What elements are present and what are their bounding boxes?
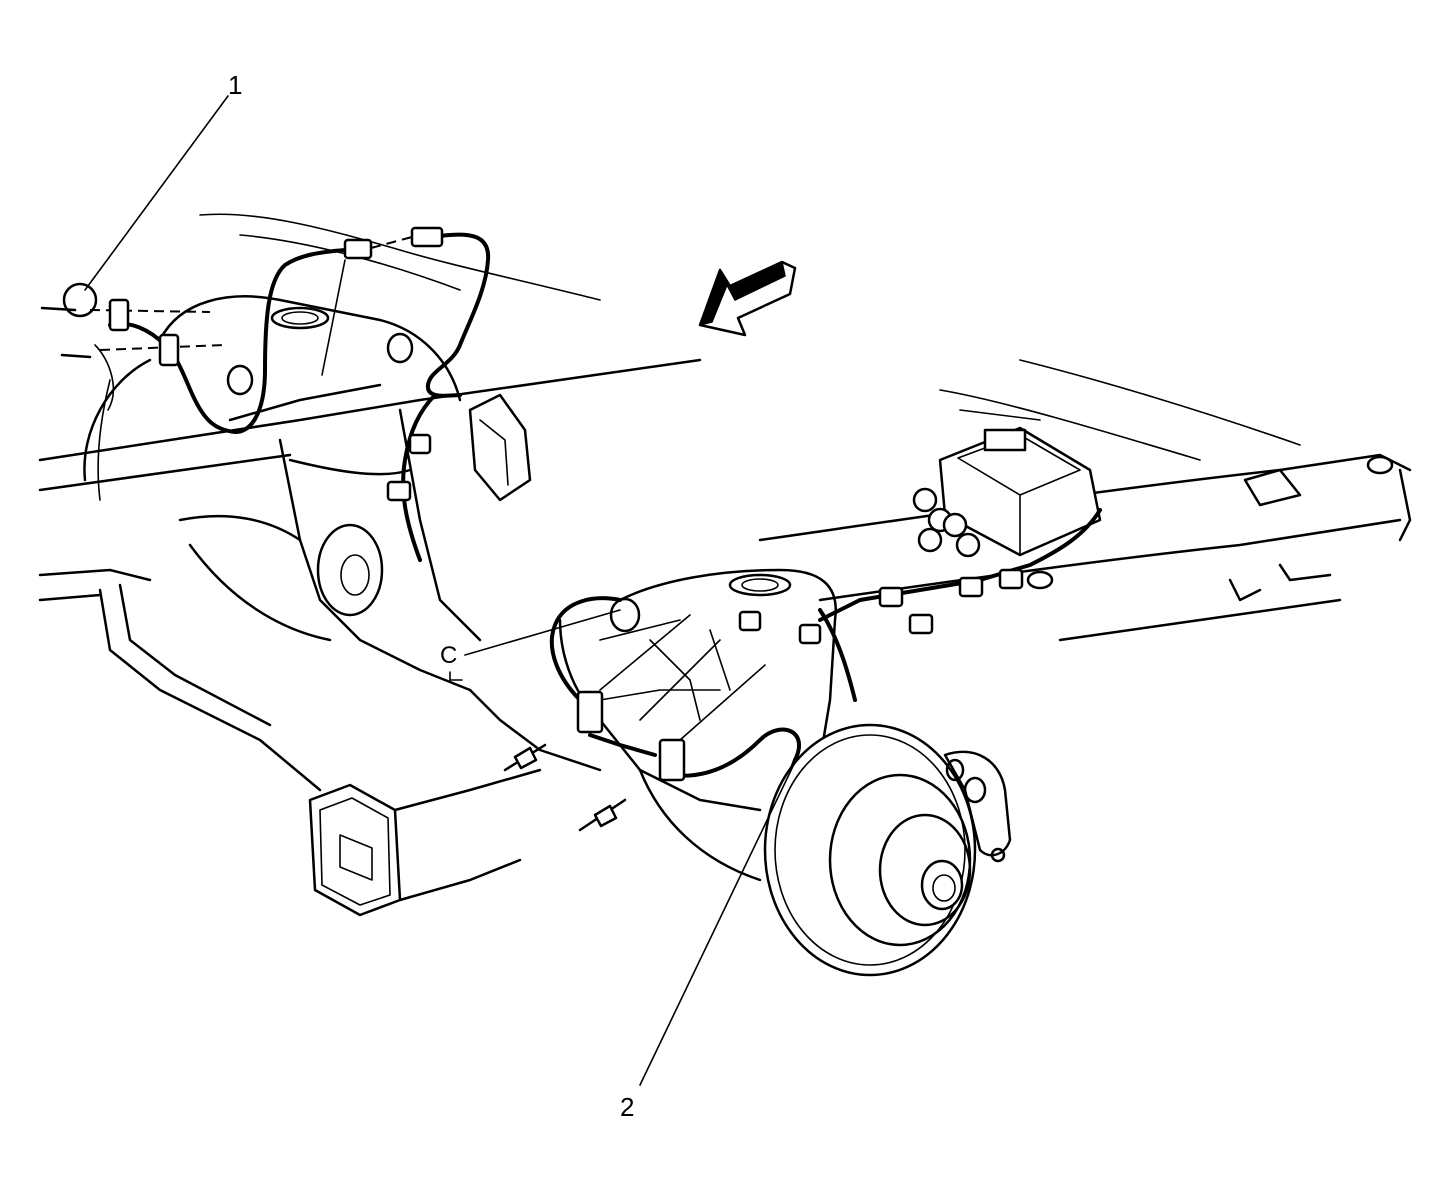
clamp-symbol: C — [440, 609, 621, 681]
brake-rotor — [763, 723, 977, 977]
sensor-mounting-bolts — [503, 743, 627, 832]
callout-1-label: 1 — [228, 70, 242, 100]
callout-1: 1 — [84, 70, 242, 291]
front-direction-arrow-icon — [698, 260, 797, 337]
clamp-symbol-label: C — [440, 642, 457, 669]
abs-brake-line-fittings — [912, 487, 981, 558]
abs-control-module — [912, 426, 1102, 558]
frame-box-section — [308, 768, 542, 917]
right-wheel-speed-sensor-harness — [549, 596, 857, 802]
rear-axle-carrier — [558, 568, 837, 882]
crossmember — [178, 408, 482, 692]
lower-frame — [98, 583, 602, 792]
shock-mount-bracket — [468, 393, 532, 502]
callout-2-label: 2 — [620, 1092, 634, 1122]
left-wheel-speed-sensor-harness — [40, 226, 491, 562]
callout-2: 2 — [620, 761, 796, 1122]
brake-caliper — [943, 750, 1012, 863]
right-frame-harness — [818, 508, 1102, 635]
left-frame-rail — [38, 213, 702, 602]
